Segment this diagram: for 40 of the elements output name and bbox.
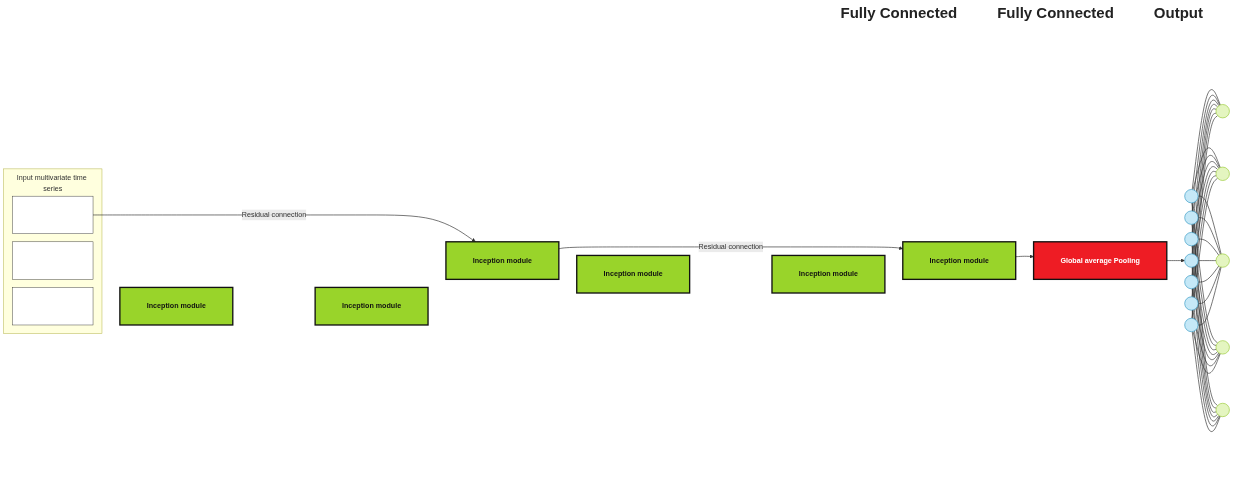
connector — [1197, 239, 1220, 256]
connector — [1191, 310, 1221, 427]
label-text: Fully Connected — [840, 4, 958, 23]
node-box — [12, 287, 94, 326]
node-circle — [1215, 403, 1230, 418]
node-circle — [1184, 189, 1199, 204]
connector — [1191, 95, 1221, 212]
connector — [1197, 260, 1217, 262]
node-circle — [1184, 275, 1199, 290]
node-circle — [1184, 211, 1199, 226]
connector — [1191, 175, 1217, 298]
node-circle — [1215, 167, 1230, 182]
connector — [1192, 166, 1218, 255]
node-box — [12, 242, 94, 280]
connector — [1191, 331, 1221, 433]
connector — [1191, 100, 1220, 234]
connector — [1192, 161, 1220, 234]
connector — [1197, 266, 1220, 283]
connector — [1192, 310, 1221, 367]
connector — [1197, 217, 1221, 256]
node-box — [12, 196, 94, 235]
node-circle — [1184, 253, 1199, 269]
connector — [1197, 196, 1222, 255]
connector — [1197, 266, 1221, 305]
label-text: Fully Connected — [997, 4, 1114, 23]
connector — [1191, 104, 1218, 255]
connector — [1191, 89, 1221, 191]
label-text: Output — [1153, 4, 1203, 23]
connector — [1197, 267, 1222, 326]
connector — [1192, 155, 1221, 212]
connector — [1191, 178, 1218, 320]
connector — [1192, 147, 1221, 191]
node-circle — [1215, 253, 1230, 269]
node-circle — [1184, 232, 1199, 247]
node-circle — [1184, 318, 1199, 333]
connector — [1192, 171, 1217, 277]
node-circle — [1215, 104, 1230, 119]
connector — [1192, 331, 1221, 375]
node-circle — [1215, 340, 1230, 355]
node-circle — [1184, 296, 1199, 311]
